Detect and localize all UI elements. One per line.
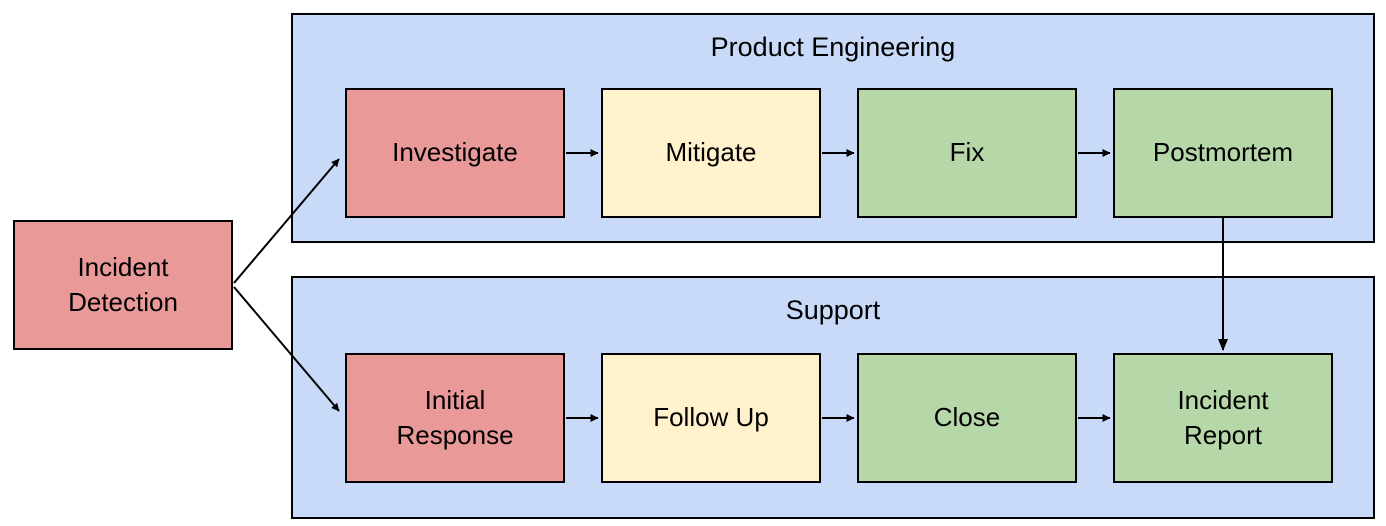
node-initial-response[interactable]: Initial Response (345, 353, 565, 483)
node-incident-detection[interactable]: Incident Detection (13, 220, 233, 350)
node-investigate[interactable]: Investigate (345, 88, 565, 218)
node-follow-up[interactable]: Follow Up (601, 353, 821, 483)
node-fix[interactable]: Fix (857, 88, 1077, 218)
lane-title-support: Support (785, 295, 881, 325)
node-incident-report[interactable]: Incident Report (1113, 353, 1333, 483)
node-close[interactable]: Close (857, 353, 1077, 483)
node-mitigate[interactable]: Mitigate (601, 88, 821, 218)
node-postmortem[interactable]: Postmortem (1113, 88, 1333, 218)
lane-title-product-engineering: Product Engineering (710, 32, 956, 62)
